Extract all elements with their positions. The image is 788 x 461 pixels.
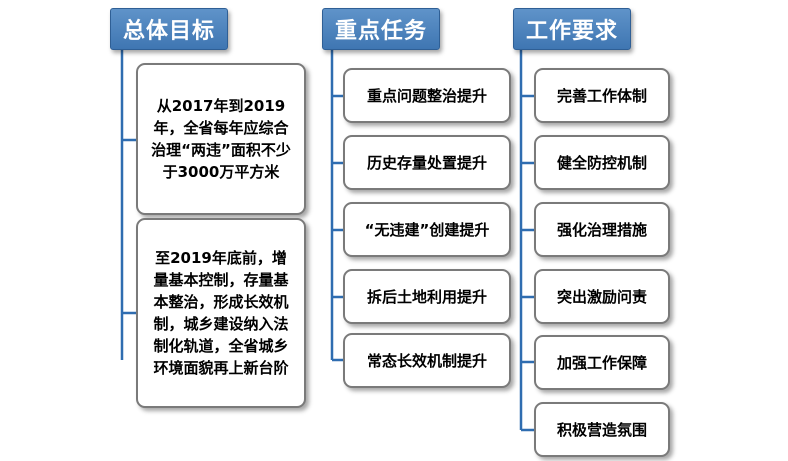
task-item-3: “无违建”创建提升 xyxy=(343,202,511,257)
goal-box-1: 从2017年到2019年，全省每年应综合治理“两违”面积不少于3000万平方米 xyxy=(136,63,306,215)
requirement-item-1: 完善工作体制 xyxy=(534,68,670,123)
task-item-1: 重点问题整治提升 xyxy=(343,68,511,123)
requirement-item-6: 积极营造氛围 xyxy=(534,402,670,457)
header-work-requirements: 工作要求 xyxy=(513,8,631,50)
requirement-item-2: 健全防控机制 xyxy=(534,135,670,190)
requirement-item-5: 加强工作保障 xyxy=(534,335,670,390)
header-overall-goals: 总体目标 xyxy=(110,8,228,50)
task-item-2: 历史存量处置提升 xyxy=(343,135,511,190)
task-item-5: 常态长效机制提升 xyxy=(343,333,511,388)
goal-box-2: 至2019年底前，增量基本控制，存量基本整治，形成长效机制，城乡建设纳入法制化轨… xyxy=(136,218,306,408)
requirement-item-3: 强化治理措施 xyxy=(534,202,670,257)
requirement-item-4: 突出激励问责 xyxy=(534,269,670,324)
header-key-tasks: 重点任务 xyxy=(322,8,440,50)
task-item-4: 拆后土地利用提升 xyxy=(343,269,511,324)
